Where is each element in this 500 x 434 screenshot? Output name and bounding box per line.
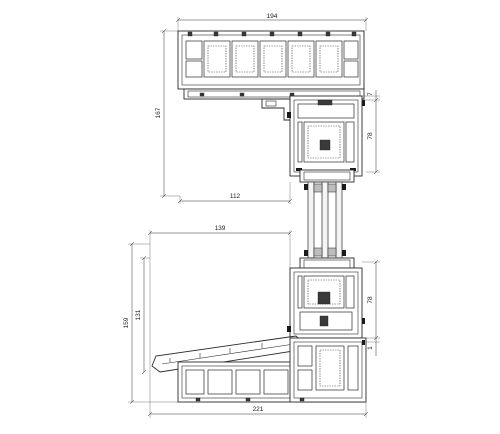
dim-top-height-label: 167 <box>155 107 162 118</box>
dim-mid-width: 139 <box>147 225 293 360</box>
dim-top-offset: 112 <box>177 182 293 204</box>
dim-top-offset-label: 112 <box>230 193 241 200</box>
dim-right-bottom: 78 1 <box>362 259 380 356</box>
dim-right-top: 78 7 <box>362 90 380 175</box>
dimensions-layer: 194 167 112 78 <box>123 13 380 418</box>
head-frame-profile <box>177 30 365 100</box>
lower-sash-profile <box>287 257 365 339</box>
glazing-unit <box>304 181 346 259</box>
dim-right-top-label: 78 <box>367 132 374 140</box>
dim-top-width: 194 <box>175 13 369 31</box>
dim-right-bottom-small-label: 1 <box>367 346 374 350</box>
dim-left-inner: 131 <box>135 255 150 375</box>
dim-top-height: 167 <box>155 28 180 199</box>
dim-left-inner-label: 131 <box>135 309 142 320</box>
dim-right-top-small-label: 7 <box>367 92 374 96</box>
upper-sash-profile <box>261 95 365 183</box>
dim-left-outer-label: 159 <box>123 317 130 328</box>
sill-profile <box>151 335 367 403</box>
dim-mid-width-label: 139 <box>215 225 226 232</box>
dim-right-bottom-label: 78 <box>367 296 374 304</box>
dim-bottom-width-label: 221 <box>253 406 264 413</box>
dim-bottom-width: 221 <box>147 360 369 418</box>
dim-left-outer: 159 <box>123 241 178 405</box>
dim-top-width-label: 194 <box>267 13 278 20</box>
